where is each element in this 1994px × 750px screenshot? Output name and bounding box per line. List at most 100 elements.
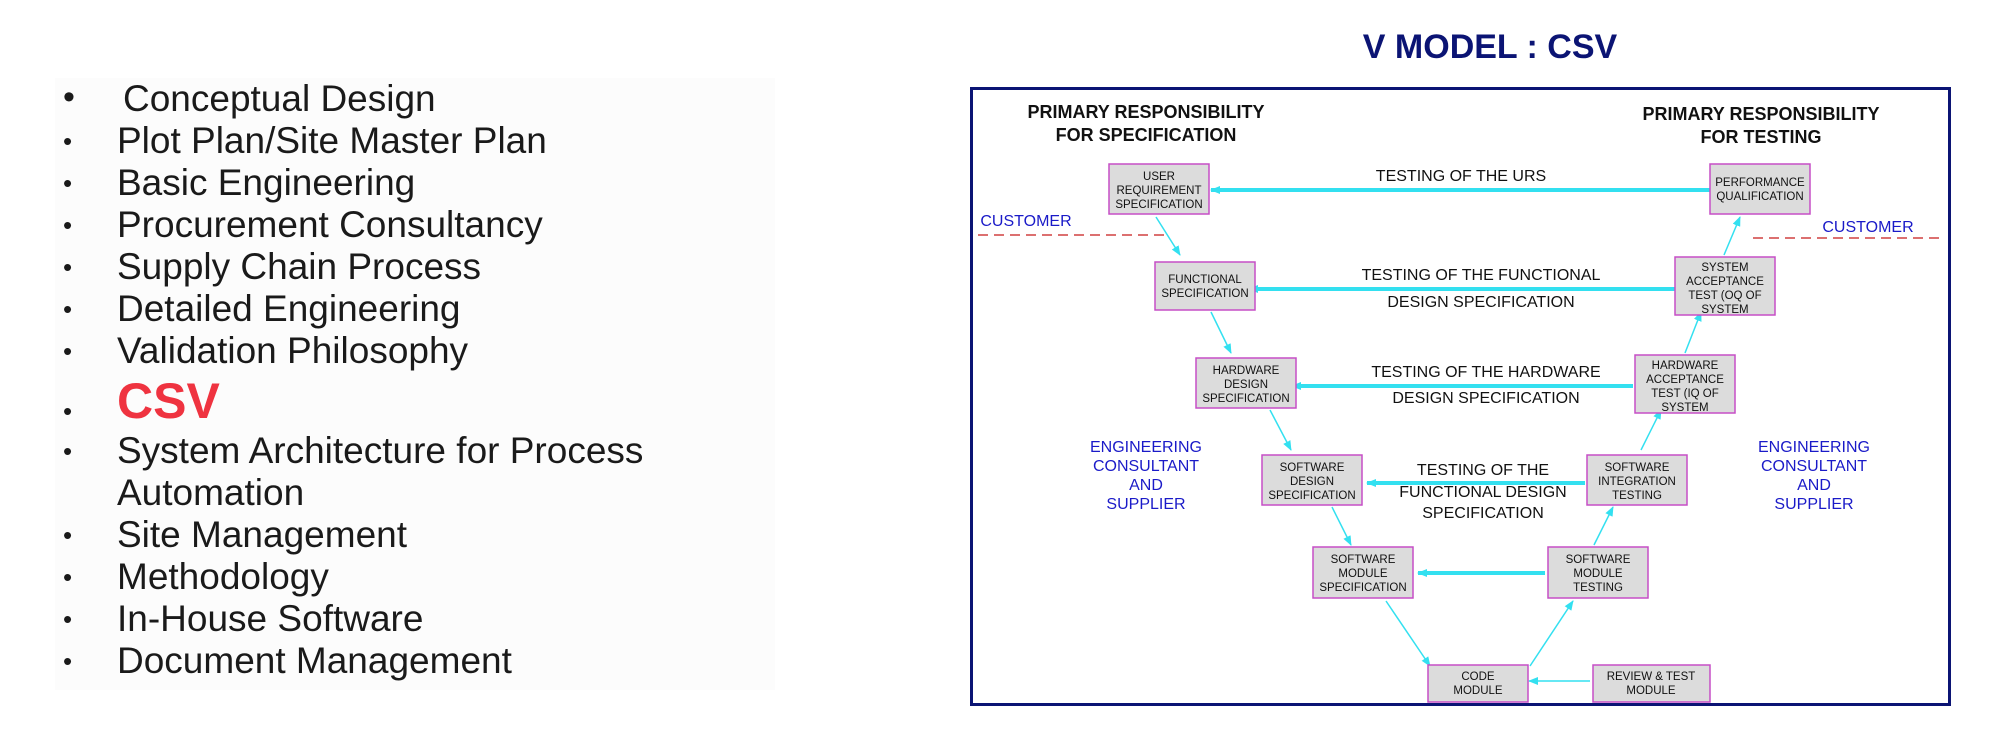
header-right-line1: PRIMARY RESPONSIBILITY — [1642, 104, 1879, 124]
list-item-highlighted: •CSV — [55, 372, 775, 430]
list-item-label: Supply Chain Process — [117, 246, 482, 287]
link-fs-label: TESTING OF THE FUNCTIONAL — [1362, 267, 1601, 284]
box-text: SOFTWARE — [1280, 462, 1345, 474]
list-item: • Plot Plan/Site Master Plan — [55, 120, 775, 162]
bullet-icon: • — [63, 126, 73, 156]
bullet-icon: • — [63, 520, 73, 550]
box-hardware-design-specification: HARDWARE DESIGN SPECIFICATION — [1195, 357, 1297, 409]
eng-right-line: AND — [1797, 477, 1831, 494]
customer-label-left: CUSTOMER — [980, 213, 1071, 230]
box-text: ACCEPTANCE — [1686, 276, 1764, 288]
connector-sds-sms — [1331, 506, 1352, 546]
list-item-label: Validation Philosophy — [117, 330, 469, 371]
box-software-module-specification: SOFTWARE MODULE SPECIFICATION — [1312, 546, 1414, 599]
bullet-icon: • — [63, 646, 73, 676]
link-hds-label: TESTING OF THE HARDWARE — [1371, 364, 1600, 381]
link-sds-label: TESTING OF THE — [1417, 462, 1549, 479]
box-text: SPECIFICATION — [1202, 393, 1289, 405]
v-model-svg: PRIMARY RESPONSIBILITY FOR SPECIFICATION… — [978, 102, 1943, 703]
bullet-icon: • — [63, 336, 73, 366]
box-text: SPECIFICATION — [1115, 199, 1202, 211]
box-text: SPECIFICATION — [1161, 288, 1248, 300]
connector-sit-hat — [1640, 409, 1662, 451]
list-item-label: Conceptual Design — [123, 78, 436, 119]
box-system-acceptance-test: SYSTEM ACCEPTANCE TEST (OQ OF SYSTEM — [1674, 256, 1776, 316]
engineering-label-left: ENGINEERING CONSULTANT AND SUPPLIER — [1090, 439, 1202, 513]
box-text: TEST (IQ OF — [1651, 388, 1719, 400]
list-item: • Methodology — [55, 556, 775, 598]
box-user-requirement-specification: USER REQUIREMENT SPECIFICATION — [1108, 163, 1210, 215]
box-software-module-testing: SOFTWARE MODULE TESTING — [1547, 546, 1649, 599]
link-sds-label: SPECIFICATION — [1422, 505, 1544, 522]
eng-right-line: CONSULTANT — [1761, 458, 1867, 475]
eng-right-line: ENGINEERING — [1758, 439, 1870, 456]
box-text: FUNCTIONAL — [1168, 274, 1242, 286]
link-sds-label: FUNCTIONAL DESIGN — [1399, 484, 1566, 501]
connector-urs-fs — [1155, 216, 1181, 256]
box-text: MODULE — [1338, 568, 1388, 580]
box-text: SOFTWARE — [1605, 462, 1670, 474]
box-text: SYSTEM — [1701, 304, 1748, 316]
customer-label-right: CUSTOMER — [1822, 219, 1913, 236]
box-text: USER — [1143, 171, 1175, 183]
list-item: • Validation Philosophy — [55, 330, 775, 372]
service-list: •Conceptual Design •Plot Plan/Site Maste… — [55, 78, 775, 682]
list-item: • In-House Software — [55, 598, 775, 640]
list-item-label: CSV — [117, 373, 220, 429]
box-text: MODULE — [1453, 685, 1503, 697]
link-hds-label: DESIGN SPECIFICATION — [1392, 390, 1579, 407]
list-item-label: In-House Software — [117, 598, 424, 639]
box-text: HARDWARE — [1213, 365, 1280, 377]
list-item: •Detailed Engineering — [55, 288, 775, 330]
header-left-line2: FOR SPECIFICATION — [1056, 125, 1237, 145]
connector-hat-sat — [1684, 311, 1702, 354]
connector-hds-sds — [1269, 409, 1292, 451]
list-item-label: Site Management — [117, 514, 408, 555]
header-left-line1: PRIMARY RESPONSIBILITY — [1027, 102, 1264, 122]
box-text: SOFTWARE — [1566, 554, 1631, 566]
box-software-design-specification: SOFTWARE DESIGN SPECIFICATION — [1261, 454, 1363, 506]
bullet-icon: • — [63, 210, 73, 240]
bullet-icon: • — [63, 604, 73, 634]
diagram-title: V MODEL : CSV — [1362, 28, 1618, 66]
eng-left-line: CONSULTANT — [1093, 458, 1199, 475]
list-item-label: Procurement Consultancy — [117, 204, 543, 245]
box-text: SPECIFICATION — [1268, 490, 1355, 502]
connector-code-smt — [1529, 600, 1574, 667]
box-text: MODULE — [1573, 568, 1623, 580]
box-text: SYSTEM — [1661, 402, 1708, 414]
box-performance-qualification: PERFORMANCE QUALIFICATION — [1709, 163, 1811, 215]
list-item-label: Methodology — [117, 556, 329, 597]
box-text: REVIEW & TEST — [1607, 671, 1696, 683]
box-text: DESIGN — [1290, 476, 1334, 488]
list-item: •Conceptual Design — [55, 78, 775, 120]
link-urs-label: TESTING OF THE URS — [1376, 168, 1546, 185]
list-item-label: Detailed Engineering — [117, 288, 461, 329]
connector-fs-hds — [1210, 311, 1232, 354]
eng-left-line: SUPPLIER — [1106, 496, 1185, 513]
header-right-line2: FOR TESTING — [1701, 127, 1822, 147]
engineering-label-right: ENGINEERING CONSULTANT AND SUPPLIER — [1758, 439, 1870, 513]
box-text: SOFTWARE — [1331, 554, 1396, 566]
eng-left-line: ENGINEERING — [1090, 439, 1202, 456]
box-text: QUALIFICATION — [1716, 191, 1803, 203]
connector-sms-code — [1385, 600, 1431, 667]
list-item-label: Plot Plan/Site Master Plan — [117, 120, 547, 161]
eng-left-line: AND — [1129, 477, 1163, 494]
box-text: DESIGN — [1224, 379, 1268, 391]
bullet-icon: • — [63, 436, 73, 466]
bullet-icon: • — [63, 562, 73, 592]
service-list-panel: •Conceptual Design •Plot Plan/Site Maste… — [55, 78, 775, 690]
link-fs-label: DESIGN SPECIFICATION — [1387, 294, 1574, 311]
box-text: SYSTEM — [1701, 262, 1748, 274]
box-functional-specification: FUNCTIONAL SPECIFICATION — [1154, 261, 1256, 311]
connector-smt-sit — [1593, 506, 1614, 546]
box-text: MODULE — [1626, 685, 1676, 697]
box-text: TEST (OQ OF — [1688, 290, 1761, 302]
box-text: SPECIFICATION — [1319, 582, 1406, 594]
list-item-label: Document Management — [117, 640, 512, 681]
list-item: •Basic Engineering — [55, 162, 775, 204]
box-text: TESTING — [1612, 490, 1662, 502]
list-item-label: Basic Engineering — [117, 162, 416, 203]
eng-right-line: SUPPLIER — [1774, 496, 1853, 513]
